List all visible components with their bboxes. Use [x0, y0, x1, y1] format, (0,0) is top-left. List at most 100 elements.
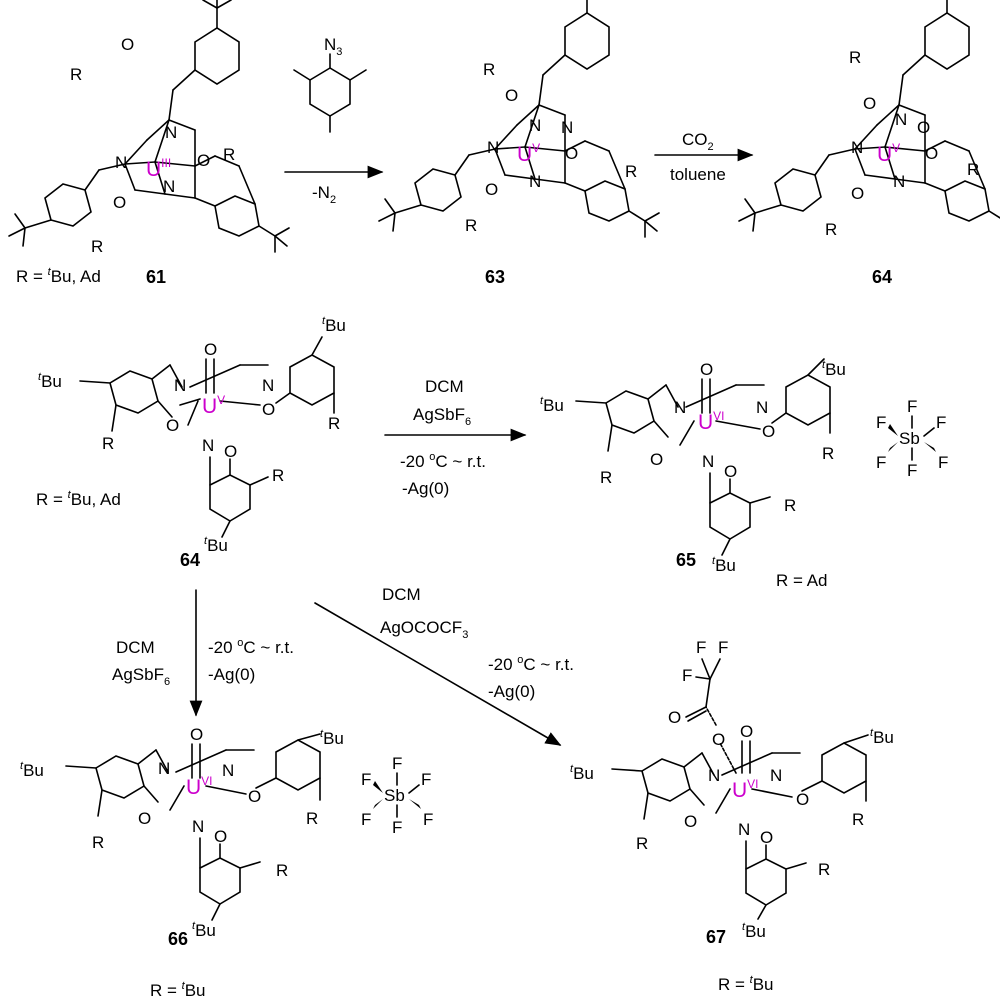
arrow-3-line3: -20 oC ~ r.t.: [400, 451, 486, 471]
arrow-5-line3: -20 oC ~ r.t.: [488, 654, 574, 674]
sbf6-anion-65: Sb F F F F F F: [876, 397, 948, 480]
tbu-group: tBu: [540, 395, 564, 415]
tbu-group: tBu: [570, 763, 594, 783]
compound-67: O O O F F F tBu R O N N tBu O R N: [570, 638, 894, 941]
fluorine-atom: F: [876, 453, 886, 472]
tbu-group: tBu: [192, 920, 216, 940]
fluorine-atom: F: [392, 818, 402, 837]
oxygen-atom: O: [214, 827, 227, 846]
antimony-atom: Sb: [899, 429, 920, 448]
fluorine-atom: F: [696, 638, 706, 657]
uranium-center: UVI: [186, 774, 213, 799]
fluorine-atom: F: [392, 754, 402, 773]
nitrogen-atom: N: [708, 766, 720, 785]
oxygen-atom: O: [166, 416, 179, 435]
r-atom: R: [625, 162, 637, 181]
uranium-center: UVI: [698, 409, 725, 434]
oxygen-atom: O: [863, 94, 876, 113]
oxygen-atom: O: [197, 151, 210, 170]
carbonyl-oxygen: O: [668, 708, 681, 727]
nitrogen-atom: N: [174, 376, 186, 395]
r-atom: R: [276, 861, 288, 880]
arrow-3-line1: DCM: [425, 377, 464, 396]
compound-61: R O O O N N N UIII R R: [8, 0, 290, 256]
compound-number-65: 65: [676, 550, 696, 570]
azide-group: N3: [324, 35, 342, 58]
r-caption-66: R = tBu: [150, 980, 206, 1000]
oxygen-atom: O: [565, 144, 578, 163]
oxygen-atom: O: [485, 180, 498, 199]
fluorine-atom: F: [936, 413, 946, 432]
arrow-1-below: -N2: [312, 183, 336, 206]
r-caption-64: R = tBu, Ad: [36, 489, 121, 509]
fluorine-atom: F: [718, 638, 728, 657]
uranium-center: UV: [877, 141, 900, 166]
r-atom: R: [328, 414, 340, 433]
r-atom: R: [600, 468, 612, 487]
nitrogen-atom: N: [895, 110, 907, 129]
fluorine-atom: F: [361, 770, 371, 789]
oxygen-atom: O: [121, 35, 134, 54]
uranium-center: UV: [202, 393, 225, 418]
arrow-4-line1: DCM: [116, 638, 155, 657]
nitrogen-atom: N: [222, 761, 234, 780]
fluorine-atom: F: [907, 397, 917, 416]
arrow-3-line4: -Ag(0): [402, 479, 449, 498]
compound-65: O tBu R O N N tBu O R N O R tBu UVI: [540, 358, 846, 575]
nitrogen-atom: N: [851, 138, 863, 157]
r-atom: R: [91, 237, 103, 256]
compound-number-63: 63: [485, 267, 505, 287]
r-atom: R: [70, 65, 82, 84]
oxygen-atom: O: [760, 828, 773, 847]
oxygen-atom: O: [113, 193, 126, 212]
fluorine-atom: F: [421, 770, 431, 789]
nitrogen-atom: N: [202, 436, 214, 455]
fluorine-atom: F: [907, 461, 917, 480]
tbu-group: tBu: [20, 760, 44, 780]
oxo-oxygen: O: [700, 360, 713, 379]
compound-64-top: R O O O O N N N UV R R: [738, 0, 1000, 239]
arrow-4-line3: -20 oC ~ r.t.: [208, 637, 294, 657]
arrow-5-line1: DCM: [382, 585, 421, 604]
uranium-center: UIII: [146, 156, 171, 181]
nitrogen-atom: N: [738, 820, 750, 839]
arrow-5: [314, 602, 562, 746]
nitrogen-atom: N: [262, 376, 274, 395]
tbu-group: tBu: [870, 727, 894, 747]
oxygen-atom: O: [712, 730, 725, 749]
compound-number-67: 67: [706, 927, 726, 947]
oxygen-atom: O: [248, 787, 261, 806]
tbu-group: tBu: [822, 359, 846, 379]
compound-number-61: 61: [146, 267, 166, 287]
fluorine-atom: F: [423, 810, 433, 829]
compound-number-64-mid: 64: [180, 550, 200, 570]
oxo-oxygen: O: [917, 118, 930, 137]
r-atom: R: [102, 434, 114, 453]
uranium-center: UVI: [732, 777, 759, 802]
tbu-group: tBu: [320, 728, 344, 748]
oxygen-atom: O: [925, 144, 938, 163]
nitrogen-atom: N: [702, 452, 714, 471]
r-atom: R: [483, 60, 495, 79]
r-atom: R: [223, 145, 235, 164]
arrow-4-line4: -Ag(0): [208, 665, 255, 684]
compound-63: R O O O N N N N UV R R: [378, 0, 660, 238]
nitrogen-atom: N: [674, 398, 686, 417]
compound-number-66: 66: [168, 929, 188, 949]
imido-nitrogen: N: [561, 118, 573, 137]
oxo-oxygen: O: [740, 722, 753, 741]
fluorine-atom: F: [938, 453, 948, 472]
fluorine-atom: F: [361, 810, 371, 829]
oxygen-atom: O: [684, 812, 697, 831]
mesityl-azide: N3: [293, 35, 367, 133]
nitrogen-atom: N: [487, 138, 499, 157]
oxygen-atom: O: [505, 86, 518, 105]
r-caption-65: R = Ad: [776, 571, 828, 590]
r-atom: R: [306, 809, 318, 828]
r-atom: R: [92, 833, 104, 852]
arrow-3-line2: AgSbF6: [413, 405, 471, 428]
r-atom: R: [822, 444, 834, 463]
nitrogen-atom: N: [756, 398, 768, 417]
tbu-group: tBu: [38, 371, 62, 391]
nitrogen-atom: N: [165, 123, 177, 142]
